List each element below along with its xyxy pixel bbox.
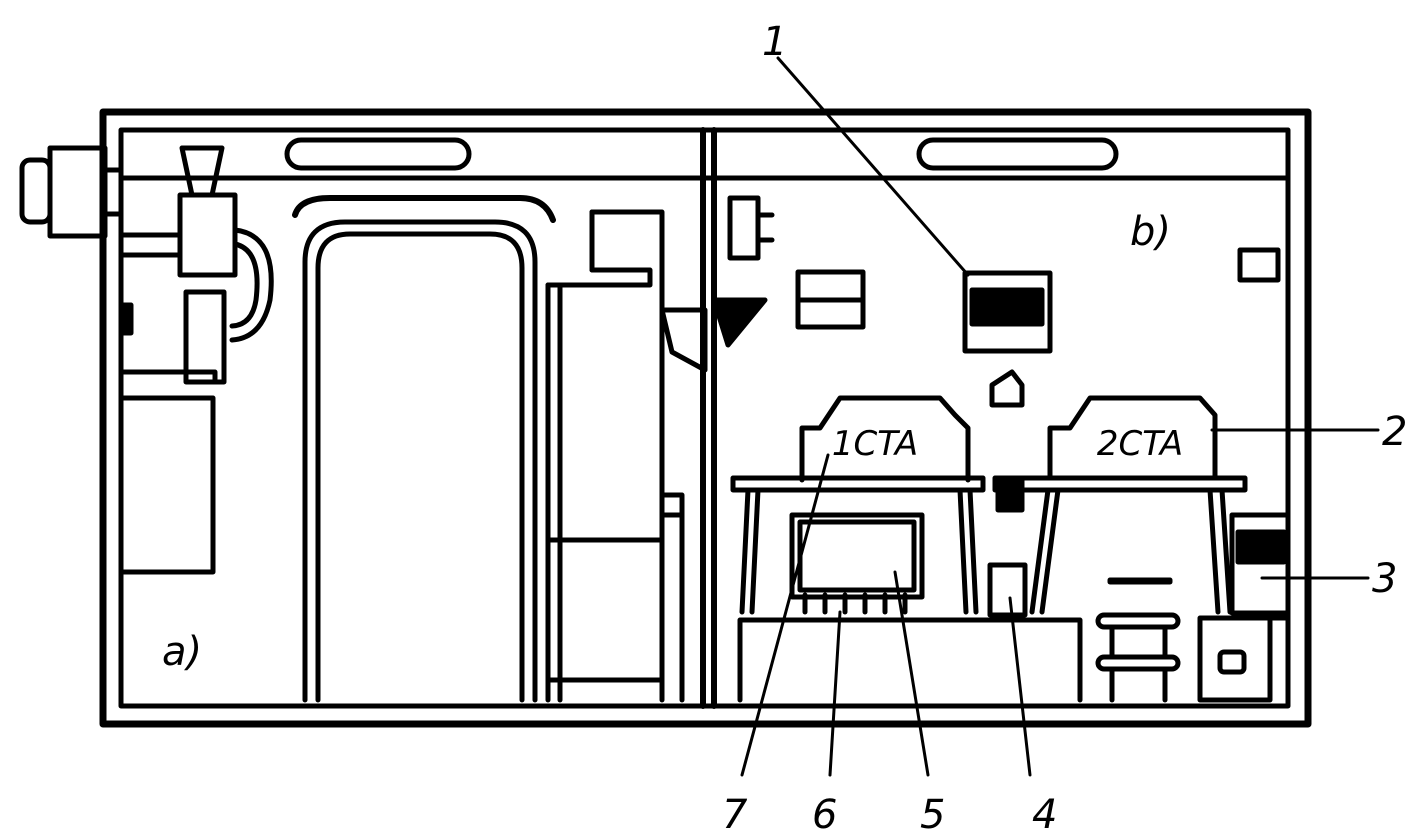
unit-2cta bbox=[992, 395, 1248, 615]
side-chip-text: VVS bbox=[1245, 540, 1277, 556]
small-box bbox=[987, 477, 1028, 618]
callout-1: 1 bbox=[762, 19, 787, 65]
callout-5: 5 bbox=[920, 792, 945, 835]
housing bbox=[99, 108, 1312, 728]
top-chip: ЛЛАИЦ bbox=[962, 270, 1053, 354]
external-knob bbox=[19, 145, 124, 239]
column-cabinet bbox=[545, 209, 708, 703]
panel-label-left: a) bbox=[162, 629, 202, 675]
valve-assembly bbox=[118, 145, 274, 385]
top-chip-text: ЛЛАИЦ bbox=[978, 301, 1037, 317]
handle-slots bbox=[284, 137, 1119, 171]
callout-7: 7 bbox=[722, 792, 748, 835]
callout-3: 3 bbox=[1372, 556, 1397, 602]
right-panel-parts bbox=[795, 247, 1281, 408]
divider-bracket bbox=[711, 195, 775, 348]
callout-2: 2 bbox=[1382, 409, 1407, 455]
callout-6: 6 bbox=[812, 792, 837, 835]
side-chip: VVS bbox=[1229, 512, 1291, 616]
callout-4: 4 bbox=[1032, 792, 1057, 835]
base-block bbox=[737, 577, 1291, 703]
left-panel-block bbox=[118, 395, 216, 575]
panel-label-right: b) bbox=[1130, 209, 1171, 255]
cabinet-door bbox=[292, 195, 556, 703]
unit-2-label: 2CTA bbox=[1097, 424, 1183, 464]
unit-1cta bbox=[730, 395, 986, 615]
leader-lines bbox=[740, 56, 1380, 777]
unit-1-label: 1CTA bbox=[832, 424, 918, 464]
